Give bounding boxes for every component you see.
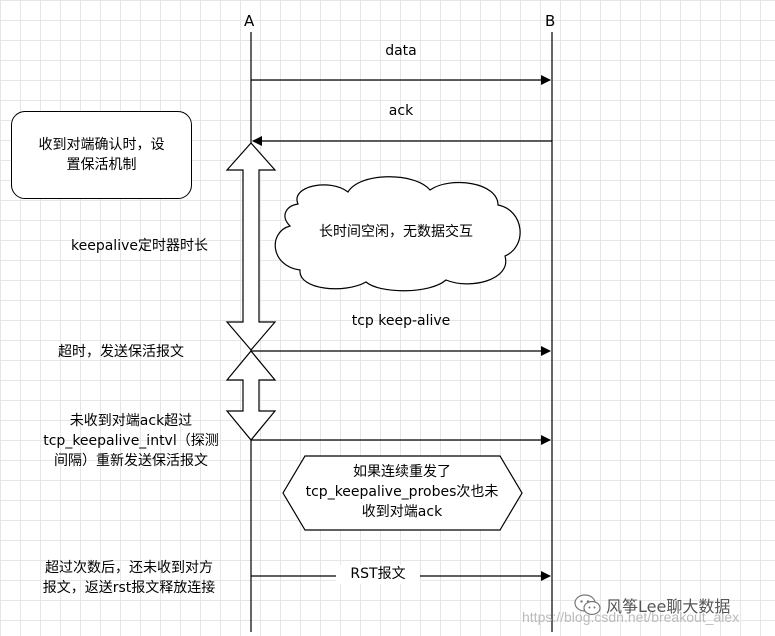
retry-note-line-2: tcp_keepalive_intvl（探测 <box>43 433 219 449</box>
final-note-line-2: 报文，返送rst报文释放连接 <box>42 580 216 596</box>
retry-note-line-1: 未收到对端ack超过 <box>69 413 193 429</box>
idle-cloud-shape <box>274 176 521 292</box>
setup-note-box: 收到对端确认时，设 置保活机制 <box>11 111 192 199</box>
probes-hexagon-shape <box>282 455 523 531</box>
retry-note-line-3: 间隔）重新发送保活报文 <box>54 453 208 469</box>
message-ack-label: ack <box>388 103 414 119</box>
setup-note-line-2: 置保活机制 <box>66 157 137 173</box>
message-data-label: data <box>385 43 417 59</box>
message-rst-label: RST报文 <box>336 565 420 584</box>
probes-line-1: 如果连续重发了 <box>353 464 451 480</box>
final-note: 超过次数后，还未收到对方 报文，返送rst报文释放连接 <box>14 558 244 598</box>
participant-a-label: A <box>244 12 255 30</box>
probes-hexagon-text: 如果连续重发了 tcp_keepalive_probes次也未 收到对端ack <box>284 462 520 522</box>
probes-line-3: 收到对端ack <box>361 504 443 520</box>
watermark-url: https://blog.csdn.net/breakout_alex <box>522 609 740 625</box>
timer-double-arrow <box>225 142 277 351</box>
participant-b-label: B <box>545 12 556 30</box>
timeout-label: 超时，发送保活报文 <box>58 344 184 360</box>
setup-note-line-1: 收到对端确认时，设 <box>38 137 165 153</box>
timer-duration-label: keepalive定时器时长 <box>71 238 208 254</box>
wechat-icon <box>574 594 601 616</box>
retry-note: 未收到对端ack超过 tcp_keepalive_intvl（探测 间隔）重新发… <box>20 411 242 471</box>
idle-cloud-label: 长时间空闲，无数据交互 <box>319 224 473 240</box>
probes-line-2: tcp_keepalive_probes次也未 <box>305 484 499 500</box>
watermark-brand: 风筝Lee聊大数据 <box>606 597 731 616</box>
interval-double-arrow <box>225 350 277 441</box>
final-note-line-1: 超过次数后，还未收到对方 <box>45 560 213 576</box>
message-keepalive-label: tcp keep-alive <box>351 313 451 329</box>
